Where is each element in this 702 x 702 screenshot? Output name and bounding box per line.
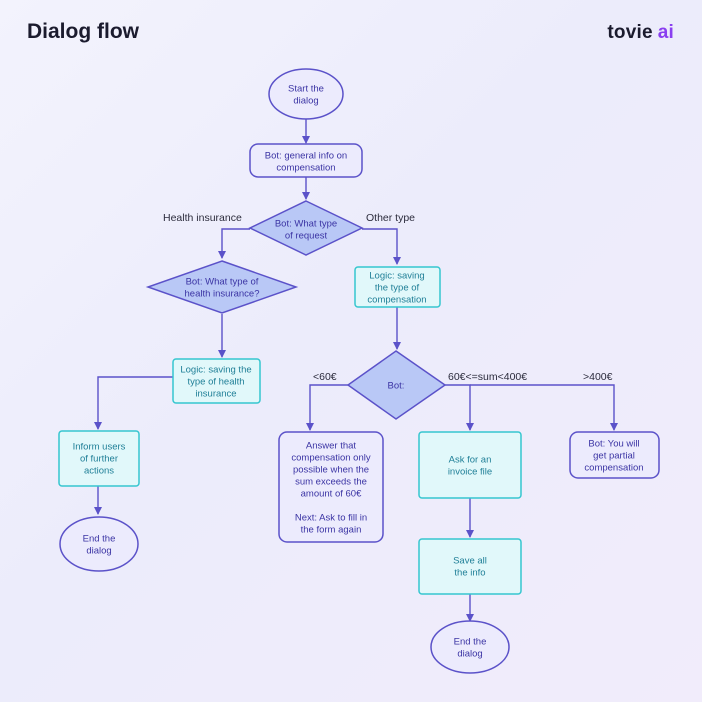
page-title: Dialog flow — [27, 20, 139, 43]
brand-suffix: ai — [657, 22, 674, 43]
node-line: compensation — [584, 463, 643, 474]
node-line: health insurance? — [185, 289, 260, 300]
node-bot-sum-text: Bot: — [388, 381, 405, 392]
edge-label-lt60: <60€ — [313, 371, 337, 383]
brand-name: tovie — [607, 22, 653, 43]
node-bot-sum: Bot: — [346, 350, 447, 420]
node-line: of further — [80, 454, 118, 465]
node-line: sum exceeds the — [295, 477, 367, 488]
edge-logic-to-inform — [94, 376, 173, 430]
edge-bot-to-invoice — [445, 384, 474, 431]
edge-bot-to-partial — [470, 384, 618, 431]
node-line: Bot: You will — [588, 439, 639, 450]
node-line: compensation — [367, 295, 426, 306]
edge-bot-to-answer — [306, 384, 348, 431]
node-line: get partial — [593, 451, 635, 462]
node-line: Start the — [288, 84, 324, 95]
node-line: Save all — [453, 556, 487, 567]
node-line: dialog — [293, 96, 318, 107]
node-line: dialog — [86, 546, 111, 557]
node-line: the form again — [301, 525, 362, 536]
node-line: Bot: general info on — [265, 151, 347, 162]
node-line: compensation only — [291, 453, 370, 464]
node-line: the type of — [375, 283, 420, 294]
node-line: Inform users — [73, 442, 126, 453]
node-line: the info — [454, 568, 485, 579]
edge-label-mid: 60€<=sum<400€ — [448, 371, 527, 383]
node-line: Bot: What type — [275, 219, 337, 230]
node-line: insurance — [195, 389, 236, 400]
node-line: of request — [285, 231, 328, 242]
edge-request-to-saving — [362, 228, 401, 265]
node-line: Ask for an — [449, 455, 492, 466]
node-line: Next: Ask to fill in — [295, 513, 367, 524]
node-line: type of health — [187, 377, 244, 388]
node-line: Bot: What type of — [186, 277, 259, 288]
edge-label-gt400: >400€ — [583, 371, 613, 383]
node-line: Answer that — [306, 441, 357, 452]
node-line: Logic: saving — [369, 271, 424, 282]
node-line: amount of 60€ — [301, 489, 362, 500]
edge-request-to-insurance — [218, 228, 250, 259]
node-line: possible when the — [293, 465, 369, 476]
node-line: End the — [83, 534, 116, 545]
node-line: compensation — [276, 163, 335, 174]
node-line: Logic: saving the — [180, 365, 251, 376]
node-line: dialog — [457, 649, 482, 660]
edge-label-other-type: Other type — [366, 212, 415, 224]
node-line: End the — [454, 637, 487, 648]
node-line: Bot: — [388, 381, 405, 392]
node-line: invoice file — [448, 467, 492, 478]
node-line: actions — [84, 466, 114, 477]
edges — [94, 119, 618, 622]
edge-label-health-insurance: Health insurance — [163, 212, 242, 224]
